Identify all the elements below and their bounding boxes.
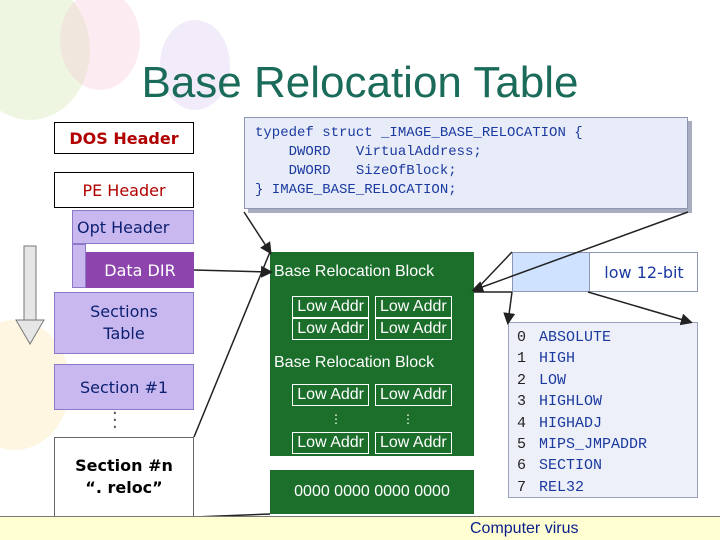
type-number: 3 — [517, 393, 527, 411]
connector-line — [587, 291, 693, 326]
type-number: 6 — [517, 457, 527, 475]
type-row: 6 SECTION — [517, 455, 689, 476]
reloc-label: “. reloc” — [85, 478, 163, 497]
low-addr-row: Low Addr Low Addr ⋮ ⋮ Low Addr Low Addr — [270, 382, 474, 456]
terminator-block: 0000 0000 0000 0000 — [270, 470, 474, 514]
low-addr-cell: Low Addr — [375, 432, 452, 454]
section-n-box: Section #n “. reloc” — [54, 437, 194, 517]
section-n-label: Section #n — [75, 456, 173, 475]
type-number: 7 — [517, 478, 527, 496]
relocation-type-list: 0 ABSOLUTE 1 HIGH 2 LOW 3 HIGHLOW 4 HIGHADJ 5… — [508, 322, 698, 498]
type-row: 1 HIGH — [517, 348, 689, 369]
low-addr-cell: Low Addr — [375, 384, 452, 406]
sections-table-box: Sections Table — [54, 292, 194, 354]
low-addr-row: Low Addr Low Addr Low Addr Low Addr — [270, 292, 474, 344]
type-number: 2 — [517, 371, 527, 389]
type-row: 0 ABSOLUTE — [517, 327, 689, 348]
type-number: 0 — [517, 329, 527, 346]
type-row: 5 MIPS_JMPADDR — [517, 434, 689, 455]
opt-header-stripe — [72, 244, 86, 288]
connector-line — [193, 251, 271, 438]
down-arrow-icon — [15, 245, 45, 345]
low-12-bit-box: low 12-bit — [512, 252, 698, 292]
connector-line — [473, 251, 513, 293]
type-name: HIGHLOW — [539, 393, 603, 411]
type-name: REL32 — [539, 478, 585, 496]
opt-header-box: Opt Header — [72, 210, 194, 244]
code-line: typedef struct _IMAGE_BASE_RELOCATION { — [255, 125, 583, 141]
type-name: SECTION — [539, 457, 603, 475]
opt-header-label: Opt Header — [77, 217, 170, 237]
code-line: DWORD SizeOfBlock; — [255, 163, 457, 179]
type-bits-field — [513, 253, 590, 291]
type-name: HIGH — [539, 350, 576, 368]
low-addr-cell: Low Addr — [292, 318, 369, 340]
type-name: HIGHADJ — [539, 414, 603, 432]
type-number: 4 — [517, 414, 527, 432]
type-name: MIPS_JMPADDR — [539, 436, 648, 454]
connector-line — [193, 265, 273, 278]
dos-header-box: DOS Header — [54, 122, 194, 154]
footer-bar — [0, 516, 720, 540]
data-dir-box: Data DIR — [86, 252, 194, 288]
code-line: DWORD VirtualAddress; — [255, 144, 482, 160]
low-12-bit-label: low 12-bit — [604, 262, 684, 282]
type-name: LOW — [539, 371, 567, 389]
base-relocation-block: Base Relocation Block — [270, 252, 474, 292]
struct-definition: typedef struct _IMAGE_BASE_RELOCATION { … — [244, 117, 688, 209]
type-number: 1 — [517, 350, 527, 368]
base-relocation-block: Base Relocation Block — [270, 344, 474, 382]
connector-line — [471, 211, 689, 293]
type-row: 3 HIGHLOW — [517, 391, 689, 412]
low-addr-cell: Low Addr — [375, 318, 452, 340]
low-addr-cell: Low Addr — [292, 432, 369, 454]
type-row: 4 HIGHADJ — [517, 413, 689, 434]
type-row: 7 REL32 — [517, 477, 689, 498]
page-title: Base Relocation Table — [141, 58, 579, 107]
connector-line — [503, 291, 516, 325]
low-addr-cell: Low Addr — [375, 296, 452, 318]
type-name: ABSOLUTE — [539, 329, 612, 346]
footer-label: Computer virus — [470, 520, 579, 537]
type-row: 2 LOW — [517, 370, 689, 391]
section-ellipsis: ··· — [112, 403, 118, 438]
connector-line — [243, 211, 272, 255]
section1-box: Section #1 — [54, 364, 194, 410]
low-addr-cell: Low Addr — [292, 296, 369, 318]
code-line: } IMAGE_BASE_RELOCATION; — [255, 182, 457, 198]
type-number: 5 — [517, 436, 527, 454]
pe-header-box: PE Header — [54, 172, 194, 208]
low-addr-cell: Low Addr — [292, 384, 369, 406]
sections-table-label: Sections Table — [90, 302, 158, 343]
